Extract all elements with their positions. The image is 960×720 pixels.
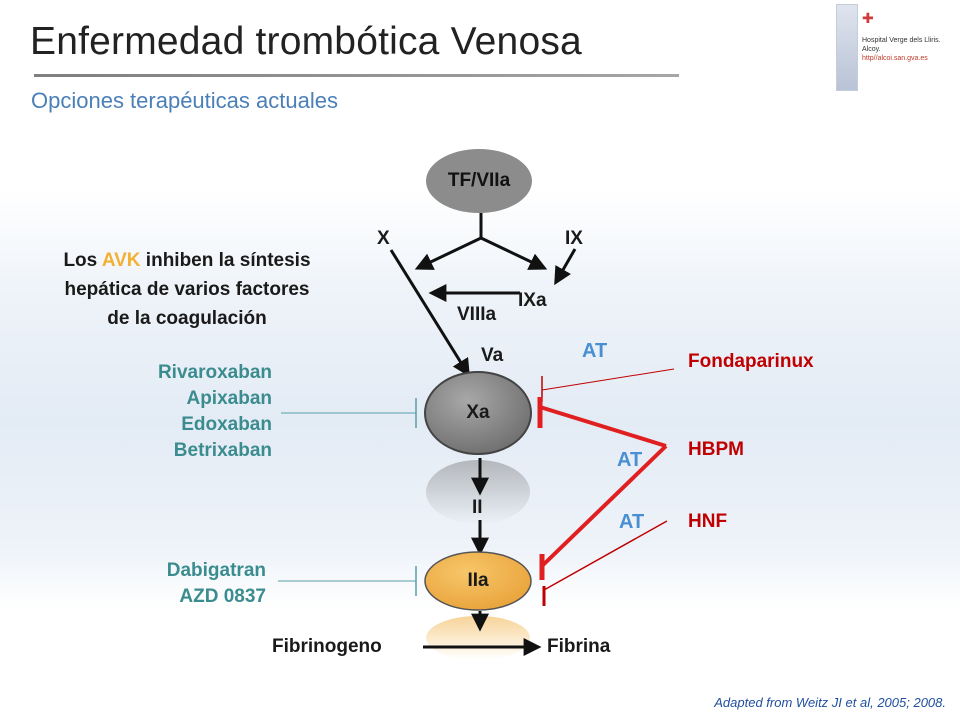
hnf-line — [543, 520, 668, 591]
citation-footnote: Adapted from Weitz JI et al, 2005; 2008. — [714, 695, 946, 710]
drug-apixaban: Apixaban — [186, 388, 272, 409]
factor-iia-label: IIa — [467, 570, 489, 591]
arrow-to-x — [414, 236, 482, 270]
drug-edoxaban: Edoxaban — [181, 414, 272, 435]
tf-viia-node — [426, 149, 532, 213]
avk-note: Los AVK inhiben la síntesis hepática de … — [22, 246, 352, 333]
hospital-logo-text: Hospital Verge dels Lliris. Alcoy. http/… — [862, 36, 941, 63]
iia-node-reflection — [426, 616, 530, 660]
hospital-logo-icon: ✚ — [862, 10, 874, 26]
factor-ixa-label: IXa — [518, 290, 547, 311]
drug-rivaroxaban: Rivaroxaban — [157, 362, 272, 383]
fondaparinux-line — [541, 368, 675, 391]
avk-note-suffix: inhiben la síntesis — [140, 250, 311, 271]
ix-to-ixa-arrow — [554, 248, 577, 286]
drug-dabigatran: Dabigatran — [166, 560, 266, 581]
fibrina-label: Fibrina — [547, 636, 611, 657]
fibrinogeno-label: Fibrinogeno — [272, 636, 382, 657]
avk-note-line-2: hepática de varios factores — [64, 279, 310, 300]
hnf-label: HNF — [688, 511, 728, 532]
iia-node — [424, 551, 532, 611]
avk-note-prefix: Los — [63, 250, 102, 271]
factor-va-label: Va — [481, 345, 504, 366]
page-subtitle: Opciones terapéuticas actuales — [31, 88, 338, 113]
logo-url: http//alcoi.san.gva.es — [862, 55, 928, 62]
avk-highlight: AVK — [101, 250, 141, 271]
page-title: Enfermedad trombótica Venosa — [30, 20, 582, 63]
hbpm-label: HBPM — [688, 439, 744, 460]
at-label-fondaparinux: AT — [582, 340, 608, 362]
hospital-logo-strip — [836, 4, 858, 91]
at-label-hbpm: AT — [617, 449, 643, 471]
fondaparinux-label: Fondaparinux — [688, 351, 814, 372]
xa-node — [424, 371, 532, 455]
factor-xa-label: Xa — [466, 402, 490, 423]
drug-betrixaban: Betrixaban — [173, 440, 272, 461]
x-to-xa-arrow — [389, 249, 470, 378]
hbpm-to-xa-line — [539, 405, 667, 448]
avk-note-line-3: de la coagulación — [107, 308, 267, 329]
factor-viiia-label: VIIIa — [457, 304, 497, 325]
factor-x-label: X — [377, 228, 390, 249]
xa-inhibitor-list: Rivaroxaban Apixaban Edoxaban Betrixaban — [140, 360, 272, 464]
title-underline — [34, 74, 679, 77]
at-label-hnf: AT — [619, 511, 645, 533]
arrow-to-ix — [480, 236, 548, 270]
drug-azd-0837: AZD 0837 — [179, 586, 266, 607]
hbpm-to-iia-line — [540, 444, 668, 568]
factor-ii-label: II — [472, 497, 483, 518]
iia-inhibitor-list: Dabigatran AZD 0837 — [130, 558, 266, 610]
factor-ix-label: IX — [565, 228, 583, 249]
logo-line-2: Alcoy. — [862, 46, 881, 53]
tf-viia-label: TF/VIIa — [447, 170, 511, 191]
logo-line-1: Hospital Verge dels Lliris. — [862, 37, 941, 44]
